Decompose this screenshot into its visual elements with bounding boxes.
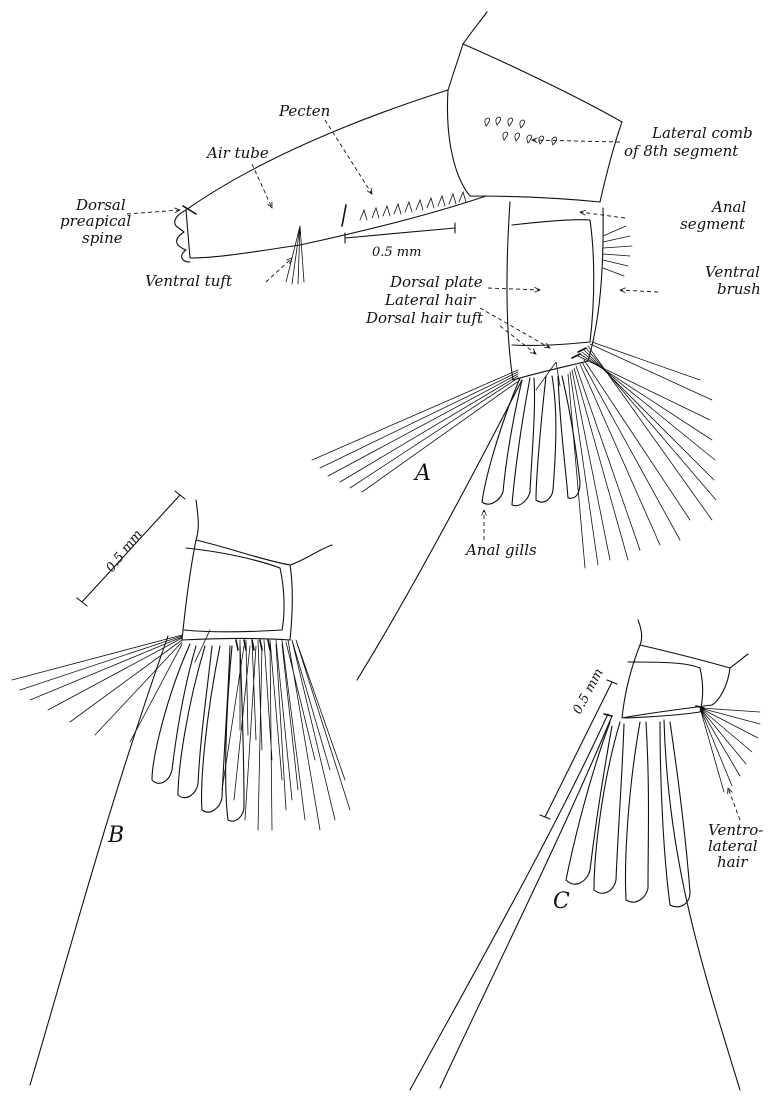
ventral-tuft <box>286 226 304 284</box>
label-anal-segment-2: segment <box>680 215 746 233</box>
long-hair-c-left-2 <box>440 716 612 1088</box>
label-scale-a: 0.5 mm <box>372 245 421 260</box>
label-anal-gills: Anal gills <box>464 541 537 559</box>
air-tube-outline <box>175 90 486 262</box>
label-ventral-brush-2: brush <box>717 280 761 298</box>
label-pecten: Pecten <box>278 102 330 120</box>
anal-segment-b <box>182 540 290 640</box>
dorsal-hair-fan-b <box>12 635 182 742</box>
text-labels: Pecten Air tube Dorsal preapical spine V… <box>60 102 763 914</box>
leader-dorsal-plate <box>488 288 540 290</box>
long-hair-c-right <box>664 720 740 1090</box>
figure-label-a: A <box>413 461 431 486</box>
figure-b <box>12 491 350 1085</box>
label-scale-c: 0.5 mm <box>570 666 606 717</box>
label-lateral-comb-1: Lateral comb <box>651 124 753 142</box>
anal-gills-b <box>152 644 244 821</box>
leader-air-tube <box>252 164 272 208</box>
leader-ventrolateral <box>728 788 740 820</box>
leader-pecten <box>325 120 372 194</box>
label-ventral-brush-1: Ventral <box>705 263 760 281</box>
lateral-comb-scales <box>485 117 557 145</box>
scale-bar-a <box>345 223 455 243</box>
lateral-hair <box>536 362 560 390</box>
ventral-brush-fan <box>568 342 716 568</box>
dorsal-plate-c <box>625 662 703 718</box>
lateral-hair-b <box>195 630 210 662</box>
label-dorsal-spine-3: spine <box>82 229 123 247</box>
label-dorsal-spine-2: preapical <box>60 212 131 230</box>
label-air-tube: Air tube <box>205 144 269 162</box>
leader-dorsal-spine <box>127 210 180 214</box>
label-dorsal-plate: Dorsal plate <box>389 273 483 291</box>
leader-ventral-brush <box>620 290 658 292</box>
ventrolateral-hair <box>700 708 760 792</box>
long-hair-c-left <box>410 714 608 1090</box>
anal-segment-outline <box>507 202 603 380</box>
leader-lines <box>127 120 740 820</box>
long-hair-a <box>357 380 522 680</box>
leader-lateral-hair <box>480 308 550 348</box>
segment-8-outline <box>447 44 622 202</box>
long-hair-b <box>30 636 168 1085</box>
label-lateral-hair: Lateral hair <box>384 291 476 309</box>
label-lateral-comb-2: of 8th segment <box>624 142 739 160</box>
label-scale-b: 0.5 mm <box>103 527 145 575</box>
label-ventrolateral-3: hair <box>717 853 748 871</box>
leader-ventral-tuft <box>266 258 292 282</box>
leader-lateral-comb <box>532 140 620 142</box>
label-anal-segment-1: Anal <box>710 198 746 216</box>
ventral-brush-upper <box>603 226 632 276</box>
figure-label-b: B <box>107 823 124 848</box>
segment-outline-b <box>196 500 332 640</box>
label-dorsal-hair-tuft: Dorsal hair tuft <box>365 309 484 327</box>
anal-gills <box>482 376 580 506</box>
leader-anal-segment <box>580 212 625 218</box>
pecten-teeth <box>342 192 466 226</box>
segment-7-outline <box>463 12 622 122</box>
figure-a <box>175 12 716 680</box>
label-ventral-tuft: Ventral tuft <box>145 272 233 290</box>
figure-label-c: C <box>553 889 570 914</box>
dorsal-plate <box>512 220 594 346</box>
